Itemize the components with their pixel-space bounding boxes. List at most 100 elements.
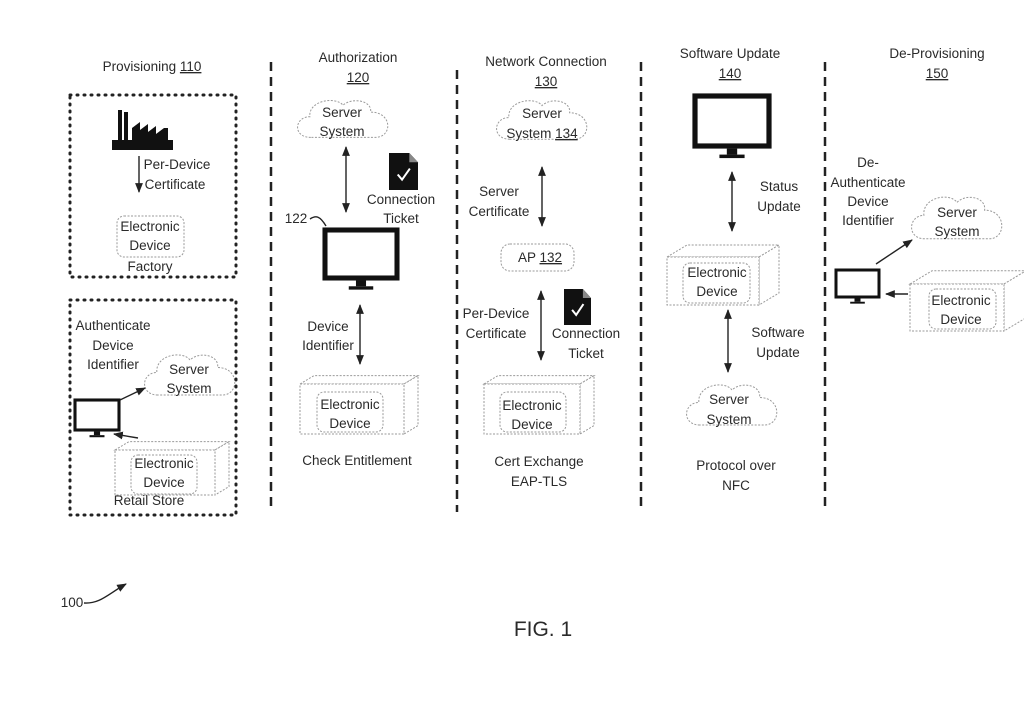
device-label: Device xyxy=(129,238,170,253)
caption-cert-exchange: Cert Exchange xyxy=(494,454,583,469)
device-box-side xyxy=(214,440,230,496)
monitor-icon xyxy=(73,398,121,438)
arrow-label: Update xyxy=(757,199,801,214)
server-label: System xyxy=(934,224,979,239)
device-label: Electronic xyxy=(502,398,562,413)
connection-ticket-icon xyxy=(564,289,591,325)
monitor-icon xyxy=(322,227,400,290)
server-label: System xyxy=(166,381,211,396)
monitor-icon xyxy=(692,93,772,159)
arrow-label: Certificate xyxy=(469,204,530,219)
server-label: Server xyxy=(937,205,977,220)
electronic-device-label-box xyxy=(499,391,567,433)
action-label: Identifier xyxy=(842,213,894,228)
device-label: Device xyxy=(940,312,981,327)
electronic-device-label-box xyxy=(116,215,185,258)
column-title-de-provisioning: De-Provisioning xyxy=(889,46,984,61)
caption-eap-tls: EAP-TLS xyxy=(511,474,567,489)
caption-protocol: Protocol over xyxy=(696,458,776,473)
arrow-label: Certificate xyxy=(145,177,206,192)
access-point-label: AP 132 xyxy=(518,250,562,265)
ticket-label: Ticket xyxy=(568,346,604,361)
ticket-label: Connection xyxy=(367,192,435,207)
electronic-device-label-box xyxy=(130,454,198,495)
figure-label: FIG. 1 xyxy=(514,618,572,641)
arrow-label: Status xyxy=(760,179,799,194)
cloud-icon xyxy=(297,100,389,138)
column-title-provisioning: Provisioning 110 xyxy=(103,59,202,74)
connection-ticket-icon xyxy=(389,153,418,190)
arrow xyxy=(119,387,146,401)
electronic-device-label-box xyxy=(316,391,384,433)
device-box-top xyxy=(482,375,596,385)
column-number: 130 xyxy=(535,74,558,89)
server-label: System 134 xyxy=(506,126,578,141)
figure-reference: 100 xyxy=(61,595,84,610)
device-label: Device xyxy=(329,416,370,431)
cloud-icon xyxy=(686,384,778,426)
factory-icon xyxy=(112,110,173,150)
column-title-network-connection: Network Connection xyxy=(485,54,607,69)
arrow-label: Update xyxy=(756,345,800,360)
device-box-side xyxy=(579,374,595,435)
server-label: System xyxy=(319,124,364,139)
arrow xyxy=(113,431,139,440)
device-box-side xyxy=(403,374,419,435)
action-label: Authenticate xyxy=(830,175,905,190)
reference-number: 122 xyxy=(285,211,308,226)
arrow-label: Device xyxy=(307,319,348,334)
arrow-label: Certificate xyxy=(466,326,527,341)
device-label: Device xyxy=(143,475,184,490)
cloud-icon xyxy=(144,354,236,396)
column-number: 140 xyxy=(719,66,742,81)
action-label: Device xyxy=(92,338,133,353)
device-label: Electronic xyxy=(931,293,991,308)
device-label: Device xyxy=(511,417,552,432)
retail-store-box xyxy=(68,298,238,517)
arrow-label: Software xyxy=(751,325,804,340)
factory-box xyxy=(68,93,238,279)
access-point-box xyxy=(500,243,575,272)
column-title-software-update: Software Update xyxy=(680,46,781,61)
reference-arrow xyxy=(83,583,127,604)
server-label: Server xyxy=(169,362,209,377)
device-label: Device xyxy=(696,284,737,299)
server-label: Server xyxy=(322,105,362,120)
server-label: System xyxy=(706,412,751,427)
caption-retail-store: Retail Store xyxy=(114,493,185,508)
device-label: Electronic xyxy=(134,456,194,471)
device-label: Electronic xyxy=(320,397,380,412)
cloud-icon xyxy=(496,100,588,140)
arrow-label: Identifier xyxy=(302,338,354,353)
ticket-label: Ticket xyxy=(383,211,419,226)
leader-line xyxy=(309,216,327,227)
action-label: Authenticate xyxy=(75,318,150,333)
caption-check-entitlement: Check Entitlement xyxy=(302,453,412,468)
column-number: 150 xyxy=(926,66,949,81)
action-label: De- xyxy=(857,155,879,170)
electronic-device-label-box xyxy=(928,288,997,330)
ticket-label: Connection xyxy=(552,326,620,341)
electronic-device-label-box xyxy=(682,262,751,304)
device-box-side xyxy=(758,244,780,306)
column-title-authorization: Authorization xyxy=(319,50,398,65)
action-label: Identifier xyxy=(87,357,139,372)
arrow-label: Per-Device xyxy=(144,157,211,172)
caption-factory: Factory xyxy=(127,259,172,274)
server-label: Server xyxy=(709,392,749,407)
device-box-top xyxy=(298,375,420,385)
cloud-icon xyxy=(911,196,1003,240)
device-label: Electronic xyxy=(687,265,747,280)
server-label: Server xyxy=(522,106,562,121)
caption-nfc: NFC xyxy=(722,478,750,493)
device-box-top xyxy=(113,441,231,451)
device-label: Electronic xyxy=(120,219,180,234)
arrow-label: Server xyxy=(479,184,519,199)
column-number: 120 xyxy=(347,70,370,85)
arrow-label: Per-Device xyxy=(463,306,530,321)
action-label: Device xyxy=(847,194,888,209)
arrow xyxy=(875,239,913,265)
monitor-icon xyxy=(834,268,881,304)
